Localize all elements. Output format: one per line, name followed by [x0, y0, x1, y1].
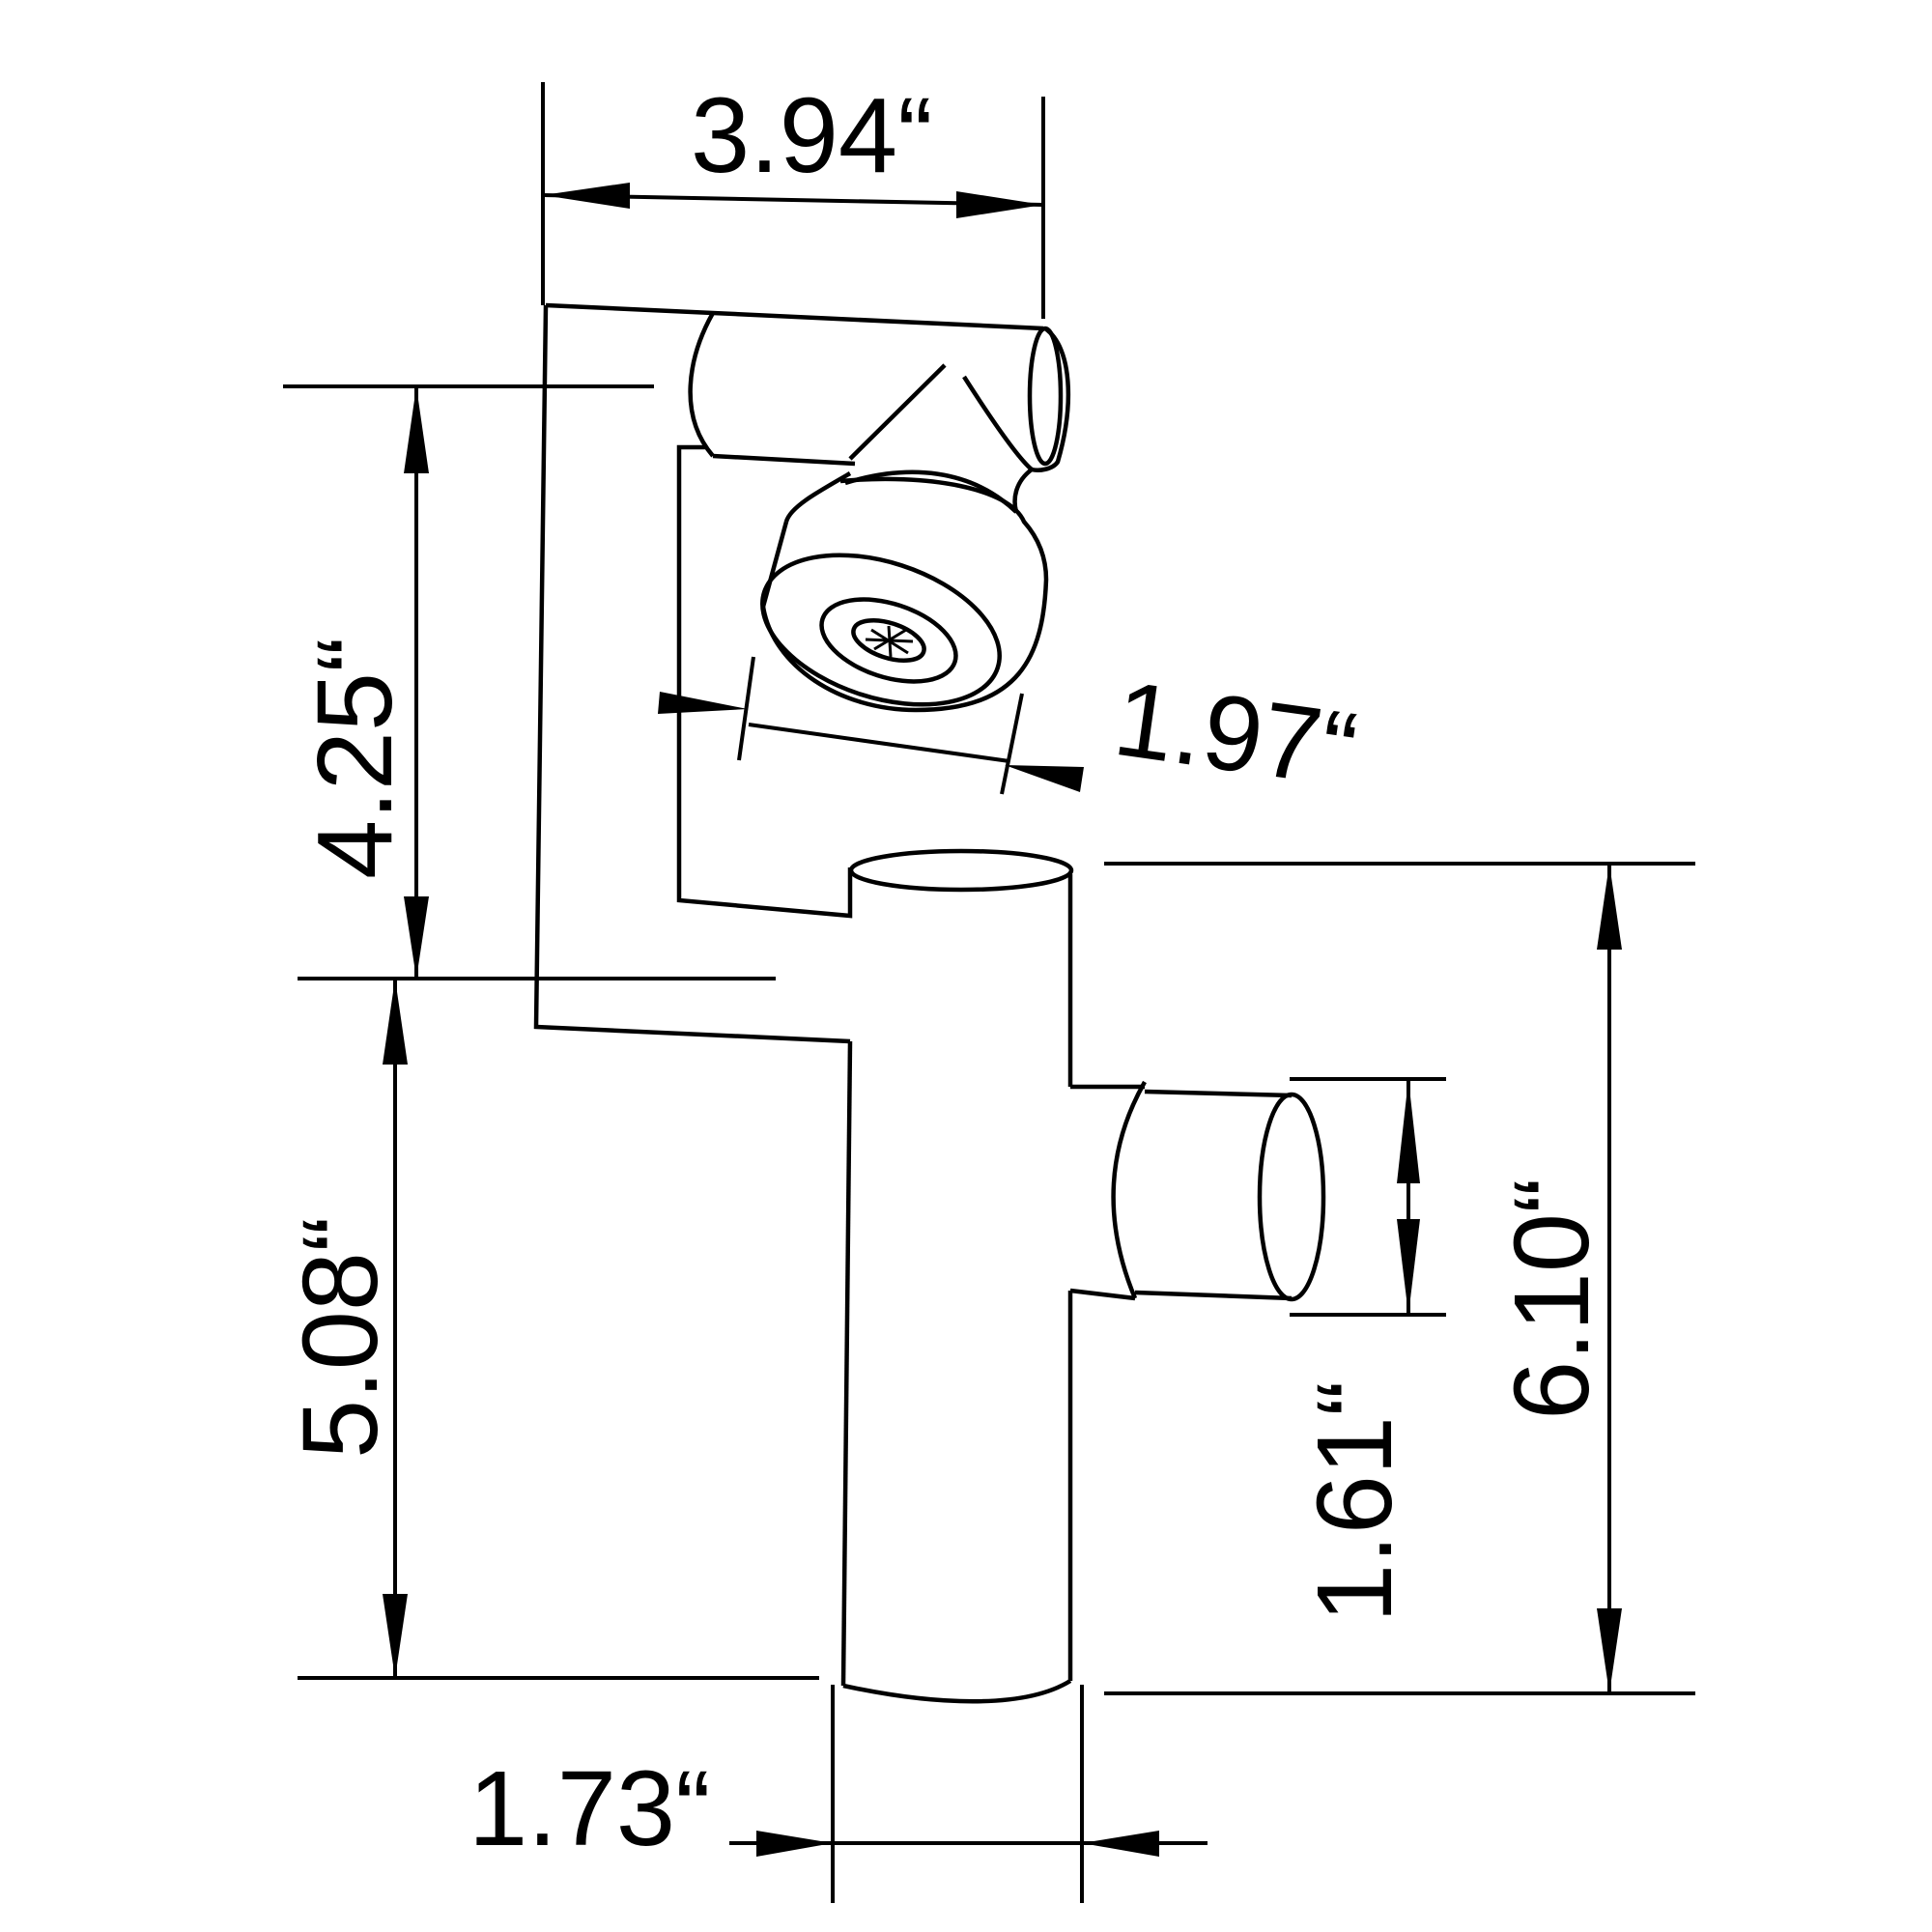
outlet-left-curve	[1111, 1080, 1147, 1299]
label-upper-height: 4.25“	[296, 637, 414, 879]
arrow-top-width-left	[543, 183, 630, 209]
outlet-top-edge	[1144, 1089, 1293, 1098]
dim-line-spray-diameter	[748, 723, 1010, 763]
arrow-right-height-top	[1597, 864, 1622, 950]
spray-nozzle-icon	[865, 625, 914, 658]
body-to-outlet-bottom	[1069, 1288, 1136, 1301]
hose-bracket	[676, 444, 853, 919]
extension-lines	[283, 82, 1695, 1903]
label-top-width: 3.94“	[691, 76, 933, 195]
body-left-lower	[840, 1040, 853, 1687]
side-outlet	[1111, 1080, 1326, 1302]
spray-face-inner	[851, 617, 926, 664]
body-bottom-curve	[842, 1679, 1072, 1704]
arrow-lower-height-bottom	[383, 1594, 408, 1678]
arrow-bottom-width-right	[1082, 1831, 1159, 1857]
label-lower-height: 5.08“	[281, 1216, 400, 1459]
arrow-spray-right	[1005, 765, 1084, 792]
arrow-outlet-top	[1397, 1079, 1420, 1183]
arrow-right-height-bottom	[1597, 1608, 1622, 1693]
top-arm-end-cap	[1027, 326, 1064, 467]
spout-neck-line-left	[848, 363, 947, 461]
spray-face-outer	[760, 553, 1002, 707]
spray-head-back	[839, 476, 1049, 713]
ext-spray-right	[1000, 693, 1024, 795]
label-outlet-diameter: 1.61“	[1295, 1380, 1414, 1623]
spray-face-middle	[819, 597, 958, 684]
arrow-bottom-width-left	[756, 1831, 833, 1857]
arrow-upper-height-top	[404, 386, 429, 473]
top-arm-left-curve	[688, 311, 715, 458]
arrow-spray-left	[658, 692, 748, 714]
arrow-outlet-bottom	[1397, 1219, 1420, 1315]
arrow-top-width-right	[956, 191, 1043, 218]
body-top-cap	[848, 848, 1074, 893]
label-right-height: 6.10“	[1492, 1178, 1611, 1420]
label-spray-head-diameter: 1.97“	[1108, 659, 1364, 810]
top-arm	[545, 302, 1044, 331]
spray-head-left-edge	[760, 521, 789, 608]
top-arm-lower-edge	[712, 453, 856, 467]
arrow-lower-height-top	[383, 979, 408, 1065]
arrow-upper-height-bottom	[404, 896, 429, 979]
spout-neck-joint	[1012, 468, 1034, 513]
ext-spray-left	[737, 656, 755, 761]
outlet-end-cap	[1257, 1092, 1326, 1302]
faucet-outline	[533, 302, 1326, 1704]
dimension-labels: 3.94“ 1.97“ 1.73“ 4.25“ 5.08“ 1.61“ 6.10…	[281, 76, 1611, 1868]
dimension-lines	[383, 183, 1622, 1857]
spray-head-shoulder	[783, 471, 852, 523]
outlet-bottom-edge	[1134, 1290, 1293, 1301]
top-arm-end-bulge	[1031, 327, 1071, 472]
label-bottom-width: 1.73“	[469, 1749, 711, 1868]
spray-head	[760, 469, 1049, 713]
faucet-left-profile	[533, 304, 851, 1044]
spout-neck-line-right	[962, 375, 1034, 471]
